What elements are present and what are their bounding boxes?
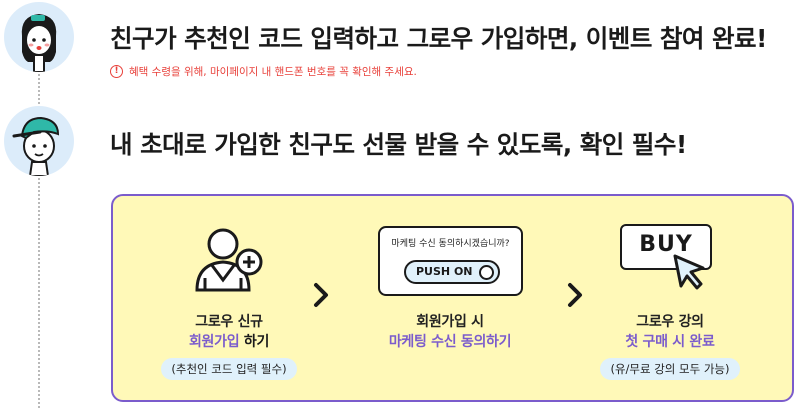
- toggle-knob: [479, 265, 494, 280]
- signup-rest: 하기: [239, 334, 270, 350]
- purchase-accent: 첫 구매 시 완료: [625, 334, 715, 350]
- push-on-label: PUSH ON: [416, 265, 473, 278]
- push-on-toggle: PUSH ON: [404, 260, 500, 284]
- girl-avatar-icon: [4, 2, 74, 72]
- marketing-accent: 마케팅 수신 동의하기: [388, 334, 512, 350]
- purchase-line1: 그로우 강의: [636, 314, 704, 330]
- buy-click-icon: BUY: [620, 224, 712, 270]
- timeline-line: [38, 62, 40, 408]
- phone-notice: ! 혜택 수령을 위해, 마이페이지 내 핸드폰 번호를 꼭 확인해 주세요.: [110, 64, 417, 79]
- signup-accent: 회원가입: [188, 334, 240, 350]
- push-toggle-icon: 마케팅 수신 동의하시겠습니까? PUSH ON: [378, 226, 523, 296]
- flow-step-signup: 그로우 신규 회원가입 하기 (추천인 코드 입력 필수): [129, 312, 329, 380]
- chevron-right-icon: [568, 283, 582, 307]
- marketing-question: 마케팅 수신 동의하시겠습니까?: [391, 239, 510, 249]
- participation-flow-box: 그로우 신규 회원가입 하기 (추천인 코드 입력 필수) 마케팅 수신 동의하…: [111, 194, 794, 402]
- step-2-title: 내 초대로 가입한 친구도 선물 받을 수 있도록, 확인 필수!: [110, 130, 687, 159]
- alert-circle-icon: !: [110, 65, 123, 78]
- marketing-line1: 회원가입 시: [416, 314, 484, 330]
- cursor-arrow-icon: [673, 254, 705, 290]
- phone-notice-text: 혜택 수령을 위해, 마이페이지 내 핸드폰 번호를 꼭 확인해 주세요.: [129, 66, 417, 78]
- purchase-scope-pill: (유/무료 강의 모두 가능): [600, 358, 740, 380]
- signup-requirement-pill: (추천인 코드 입력 필수): [161, 358, 297, 380]
- signup-line1: 그로우 신규: [195, 314, 263, 330]
- step-1-title: 친구가 추천인 코드 입력하고 그로우 가입하면, 이벤트 참여 완료!: [110, 24, 767, 53]
- add-user-icon: [193, 224, 265, 294]
- flow-step-purchase: 그로우 강의 첫 구매 시 완료 (유/무료 강의 모두 가능): [570, 312, 770, 380]
- signup-line2: 회원가입 하기: [129, 332, 329, 352]
- boy-avatar-icon: [4, 106, 74, 176]
- buy-label: BUY: [639, 232, 693, 257]
- chevron-right-icon: [314, 283, 328, 307]
- flow-step-marketing: 회원가입 시 마케팅 수신 동의하기: [350, 312, 550, 352]
